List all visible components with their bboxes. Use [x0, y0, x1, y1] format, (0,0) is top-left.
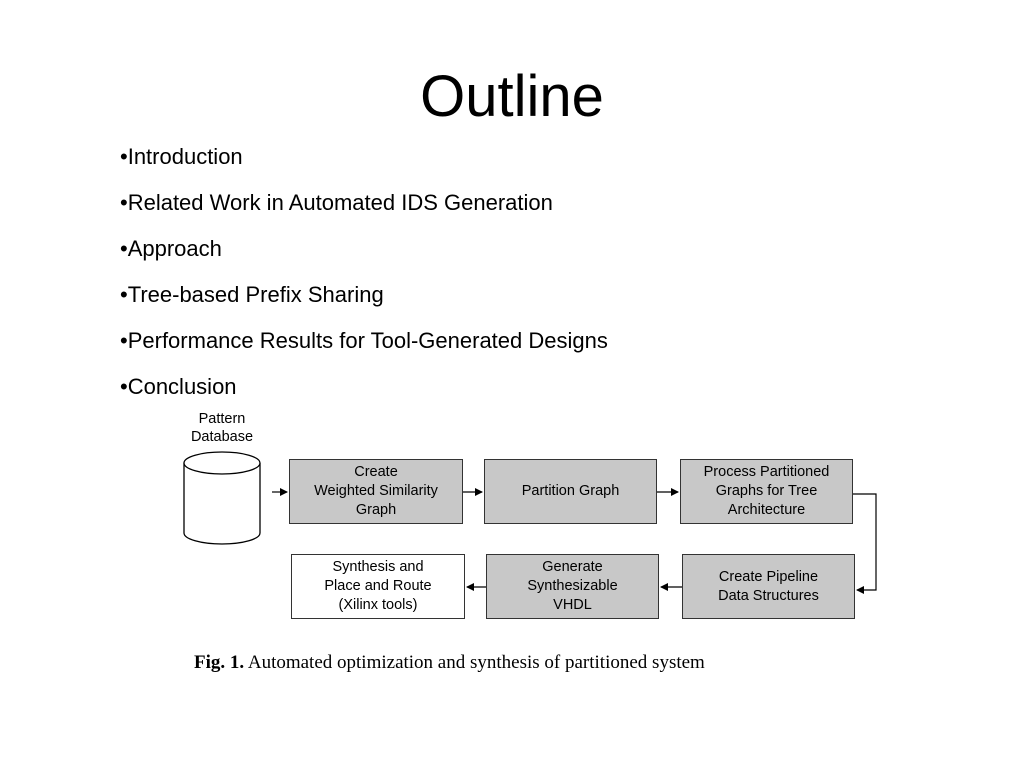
figure-caption: Fig. 1. Automated optimization and synth…: [194, 652, 705, 674]
outline-item-approach: •Approach: [120, 236, 222, 261]
create-similarity-graph-box: Create Weighted Similarity Graph: [289, 459, 463, 524]
slide-title: Outline: [420, 64, 604, 129]
caption-label: Fig. 1.: [194, 652, 245, 673]
database-label: Pattern Database: [190, 411, 254, 445]
generate-vhdl-box: Generate Synthesizable VHDL: [486, 554, 659, 619]
outline-item-introduction: •Introduction: [120, 144, 243, 169]
outline-item-conclusion: •Conclusion: [120, 374, 237, 399]
partition-graph-box: Partition Graph: [484, 459, 657, 524]
outline-item-related-work: •Related Work in Automated IDS Generatio…: [120, 190, 553, 215]
outline-list: •Introduction •Related Work in Automated…: [120, 134, 608, 410]
process-partitioned-graphs-box: Process Partitioned Graphs for Tree Arch…: [680, 459, 853, 524]
outline-item-performance: •Performance Results for Tool-Generated …: [120, 328, 608, 353]
synthesis-place-route-box: Synthesis and Place and Route (Xilinx to…: [291, 554, 465, 619]
database-cylinder-icon: [183, 451, 261, 545]
caption-text: Automated optimization and synthesis of …: [247, 652, 705, 673]
create-pipeline-box: Create Pipeline Data Structures: [682, 554, 855, 619]
outline-item-tree-prefix: •Tree-based Prefix Sharing: [120, 282, 384, 307]
arrow-process-to-pipeline: [853, 493, 877, 594]
